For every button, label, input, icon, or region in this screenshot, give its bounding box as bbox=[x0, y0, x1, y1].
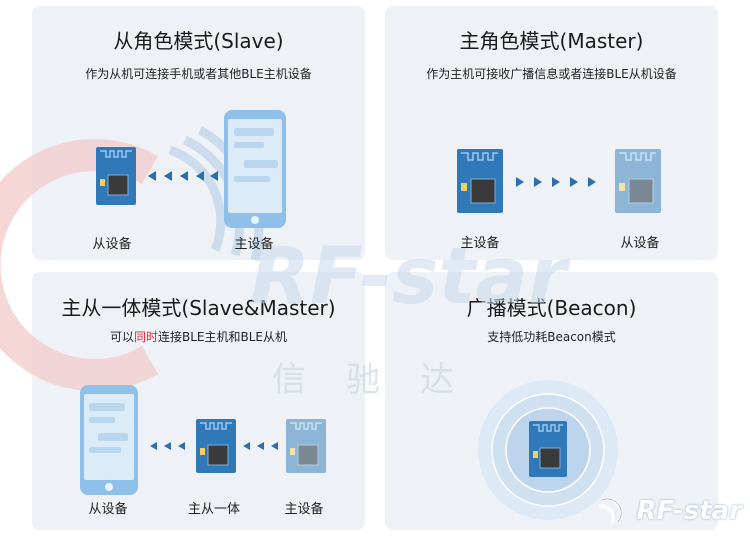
slave-title: 从角色模式(Slave) bbox=[113, 29, 284, 53]
master-subtitle: 作为主机可接收广播信息或者连接BLE从机设备 bbox=[426, 67, 677, 81]
beacon-subtitle: 支持低功耗Beacon模式 bbox=[487, 330, 616, 344]
corner-logo: RF-star bbox=[636, 496, 742, 526]
dual-subtitle-post: 连接BLE主机和BLE从机 bbox=[158, 330, 288, 344]
slave-phone-icon bbox=[224, 110, 286, 228]
dual-middle-chip bbox=[196, 419, 236, 473]
dual-subtitle: 可以同时连接BLE主机和BLE从机 bbox=[32, 328, 365, 345]
dual-right-arrows-icon bbox=[243, 442, 278, 450]
slave-subtitle: 作为从机可连接手机或者其他BLE主机设备 bbox=[85, 67, 312, 81]
slave-arrows-icon bbox=[148, 171, 218, 181]
dual-left-arrows-icon bbox=[150, 442, 185, 450]
master-left-label: 主设备 bbox=[460, 236, 500, 251]
master-arrows-icon bbox=[516, 177, 596, 187]
dual-middle-label: 主从一体 bbox=[187, 502, 241, 517]
dual-right-label: 主设备 bbox=[284, 502, 324, 517]
slave-module-chip bbox=[96, 147, 136, 205]
dual-subtitle-pre: 可以 bbox=[109, 330, 134, 344]
slave-phone-label: 主设备 bbox=[234, 237, 274, 252]
beacon-chip bbox=[529, 421, 567, 477]
dual-phone-label: 从设备 bbox=[88, 502, 128, 517]
master-module-chip bbox=[457, 149, 503, 213]
dual-title: 主从一体模式(Slave&Master) bbox=[61, 296, 336, 320]
master-panel: 主角色模式(Master) 作为主机可接收广播信息或者连接BLE从机设备 bbox=[385, 6, 718, 260]
beacon-title: 广播模式(Beacon) bbox=[466, 296, 637, 320]
corner-logo-mark-icon bbox=[598, 497, 623, 524]
slave-module-label: 从设备 bbox=[92, 237, 132, 252]
dual-subtitle-highlight: 同时 bbox=[133, 330, 158, 344]
dual-phone-icon bbox=[80, 385, 138, 495]
master-right-label: 从设备 bbox=[620, 236, 660, 251]
master-slave-chip bbox=[615, 149, 661, 213]
dual-right-chip bbox=[286, 419, 326, 473]
master-title: 主角色模式(Master) bbox=[459, 29, 644, 53]
slave-panel: 从角色模式(Slave) 作为从机可连接手机或者其他BLE主机设备 bbox=[32, 6, 365, 260]
